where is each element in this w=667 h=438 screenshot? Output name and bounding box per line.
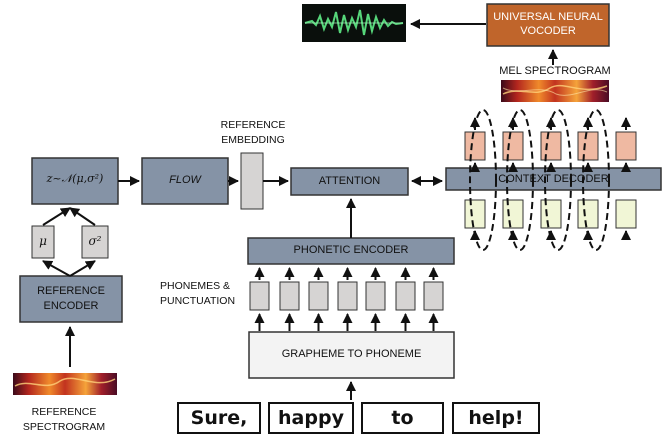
decoder-input-cell bbox=[464, 199, 486, 229]
flow-block bbox=[141, 157, 229, 205]
decoder-output-cell bbox=[540, 131, 562, 161]
reference-spectrogram-image bbox=[13, 373, 117, 395]
decoder-input-cell bbox=[615, 199, 637, 229]
decoder-cells bbox=[464, 131, 637, 229]
arrow-encoder-to-mu bbox=[42, 260, 71, 277]
arrow-sigma-to-latent bbox=[69, 207, 96, 226]
sigma-block bbox=[81, 225, 109, 259]
phonetic-encoder-block bbox=[247, 237, 455, 265]
arrow-encoder-to-sigma bbox=[69, 260, 96, 277]
phonetic-encoder-label: PHONETIC ENCODER bbox=[293, 244, 409, 256]
phoneme-cell bbox=[365, 281, 386, 311]
vocoder-block bbox=[486, 3, 610, 47]
reference-embedding-label: REFERENCE EMBEDDING bbox=[220, 119, 286, 146]
phoneme-cell bbox=[337, 281, 358, 311]
flow-label: FLOW bbox=[169, 174, 201, 186]
latent-label: z~𝒩(μ,σ²) bbox=[46, 172, 104, 185]
phoneme-cell bbox=[308, 281, 329, 311]
decoder-input-cell bbox=[540, 199, 562, 229]
phonemes-label: PHONEMES & PUNCTUATION bbox=[160, 280, 236, 307]
decoder-output-cell bbox=[577, 131, 599, 161]
decoder-output-cell bbox=[502, 131, 524, 161]
waveform-image bbox=[302, 4, 406, 42]
mu-label: μ bbox=[39, 234, 47, 248]
phoneme-cells bbox=[249, 281, 444, 311]
phoneme-cell bbox=[423, 281, 444, 311]
g2p-block bbox=[248, 331, 455, 379]
sigma-label: σ² bbox=[88, 234, 102, 248]
input-word-3: to bbox=[361, 402, 444, 434]
decoder-input-cell bbox=[577, 199, 599, 229]
input-word-1: Sure, bbox=[177, 402, 261, 434]
reference-encoder-block bbox=[19, 275, 123, 323]
context-decoder-label: CONTEXT DECODER bbox=[498, 173, 609, 185]
attention-label: ATTENTION bbox=[318, 175, 381, 187]
phoneme-cell bbox=[249, 281, 270, 311]
arrow-mu-to-latent bbox=[42, 207, 71, 226]
reference-encoder-label: REFERENCE ENCODER bbox=[37, 285, 105, 312]
attention-block bbox=[290, 167, 409, 196]
g2p-label: GRAPHEME TO PHONEME bbox=[281, 348, 422, 360]
phoneme-cell bbox=[279, 281, 300, 311]
reference-spectrogram-label: REFERENCE SPECTROGRAM bbox=[22, 406, 106, 433]
decoder-output-cell bbox=[615, 131, 637, 161]
mu-block bbox=[31, 225, 55, 259]
mel-spectrogram-image bbox=[501, 80, 609, 102]
mel-spectrogram-label: MEL SPECTROGRAM bbox=[499, 65, 611, 77]
decoder-arrows bbox=[470, 117, 631, 240]
phoneme-cell bbox=[395, 281, 416, 311]
input-word-4: help! bbox=[452, 402, 540, 434]
decoder-output-cell bbox=[464, 131, 486, 161]
decoder-input-cell bbox=[502, 199, 524, 229]
input-word-2: happy bbox=[268, 402, 354, 434]
phoneme-arrows bbox=[254, 267, 439, 331]
vocoder-label: UNIVERSAL NEURAL VOCODER bbox=[493, 11, 603, 37]
reference-embedding-block bbox=[240, 152, 264, 210]
decoder-recurrence-loops bbox=[469, 109, 610, 251]
